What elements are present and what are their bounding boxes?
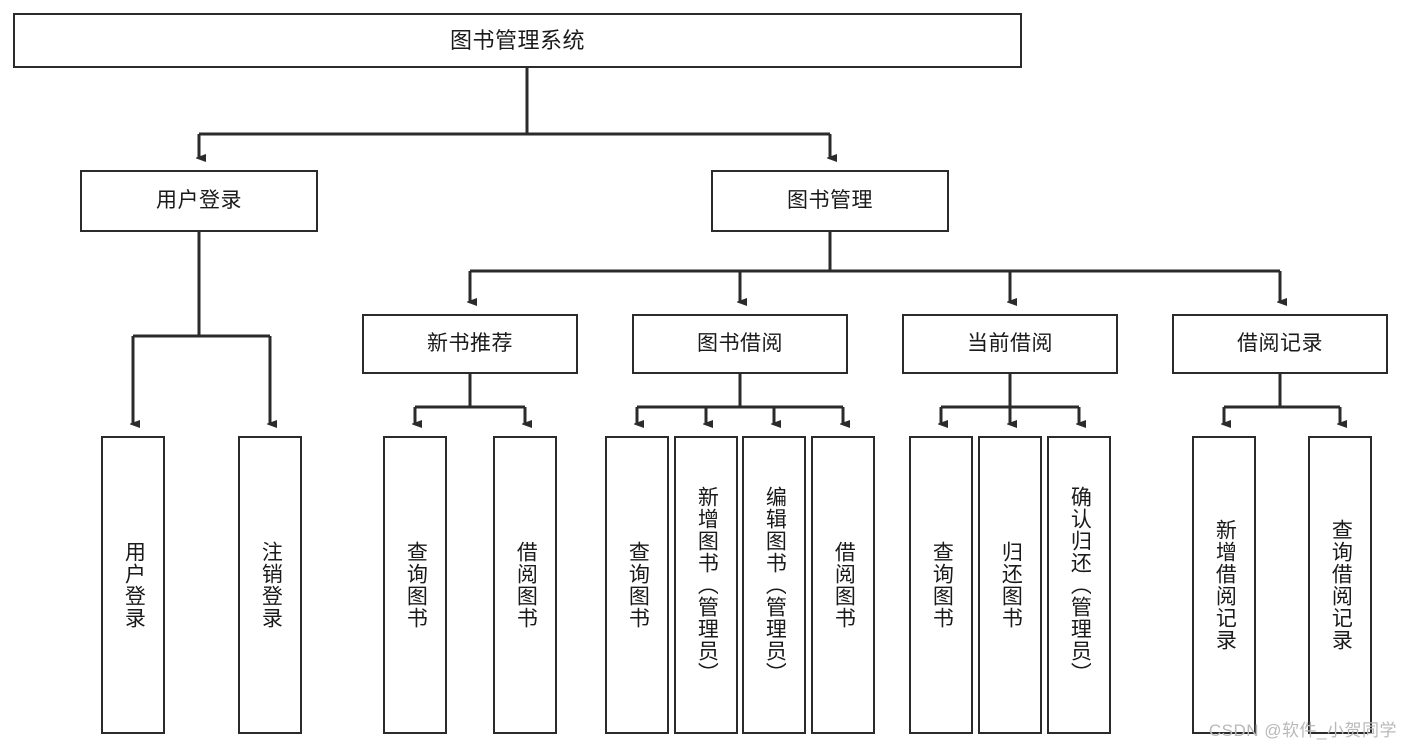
node-label: 查询图书 — [404, 541, 428, 629]
node-current-borrowing[interactable]: 当前借阅 — [902, 314, 1118, 374]
node-label: 编辑图书（管理员） — [763, 486, 787, 684]
leaf-add-book-admin[interactable]: 新增图书（管理员） — [674, 436, 738, 734]
node-book-management[interactable]: 图书管理 — [711, 170, 949, 232]
leaf-confirm-return-admin[interactable]: 确认归还（管理员） — [1047, 436, 1111, 734]
node-label: 新增借阅记录 — [1213, 519, 1237, 651]
node-label: 借阅图书 — [514, 541, 538, 629]
leaf-borrow-book-new[interactable]: 借阅图书 — [493, 436, 557, 734]
leaf-add-borrow-record[interactable]: 新增借阅记录 — [1192, 436, 1256, 734]
node-label: 注销登录 — [259, 541, 283, 629]
leaf-query-book-new[interactable]: 查询图书 — [383, 436, 447, 734]
node-label: 新增图书（管理员） — [695, 486, 719, 684]
leaf-return-book[interactable]: 归还图书 — [978, 436, 1042, 734]
leaf-query-book-borrow[interactable]: 查询图书 — [605, 436, 669, 734]
node-label: 用户登录 — [156, 188, 242, 212]
node-book-borrowing[interactable]: 图书借阅 — [632, 314, 848, 374]
leaf-logout[interactable]: 注销登录 — [238, 436, 302, 734]
leaf-edit-book-admin[interactable]: 编辑图书（管理员） — [742, 436, 806, 734]
node-label: 确认归还（管理员） — [1068, 486, 1092, 684]
leaf-query-borrow-record[interactable]: 查询借阅记录 — [1308, 436, 1372, 734]
node-label: 查询借阅记录 — [1329, 519, 1353, 651]
node-new-book-recommendation[interactable]: 新书推荐 — [362, 314, 578, 374]
node-borrowing-record[interactable]: 借阅记录 — [1172, 314, 1388, 374]
node-label: 新书推荐 — [427, 331, 513, 355]
node-label: 图书管理 — [787, 188, 873, 212]
node-label: 借阅记录 — [1237, 331, 1323, 355]
leaf-borrow-book[interactable]: 借阅图书 — [811, 436, 875, 734]
leaf-query-book-current[interactable]: 查询图书 — [909, 436, 973, 734]
node-root-book-management-system[interactable]: 图书管理系统 — [13, 13, 1022, 68]
node-label: 借阅图书 — [832, 541, 856, 629]
node-user-login[interactable]: 用户登录 — [80, 170, 318, 232]
leaf-user-login[interactable]: 用户登录 — [101, 436, 165, 734]
node-label: 查询图书 — [930, 541, 954, 629]
node-label: 用户登录 — [122, 541, 146, 629]
node-label: 当前借阅 — [967, 331, 1053, 355]
node-label: 归还图书 — [999, 541, 1023, 629]
node-label: 查询图书 — [626, 541, 650, 629]
node-label: 图书管理系统 — [449, 27, 585, 53]
csdn-watermark: CSDN @软件_小贺同学 — [1208, 721, 1397, 740]
node-label: 图书借阅 — [697, 331, 783, 355]
